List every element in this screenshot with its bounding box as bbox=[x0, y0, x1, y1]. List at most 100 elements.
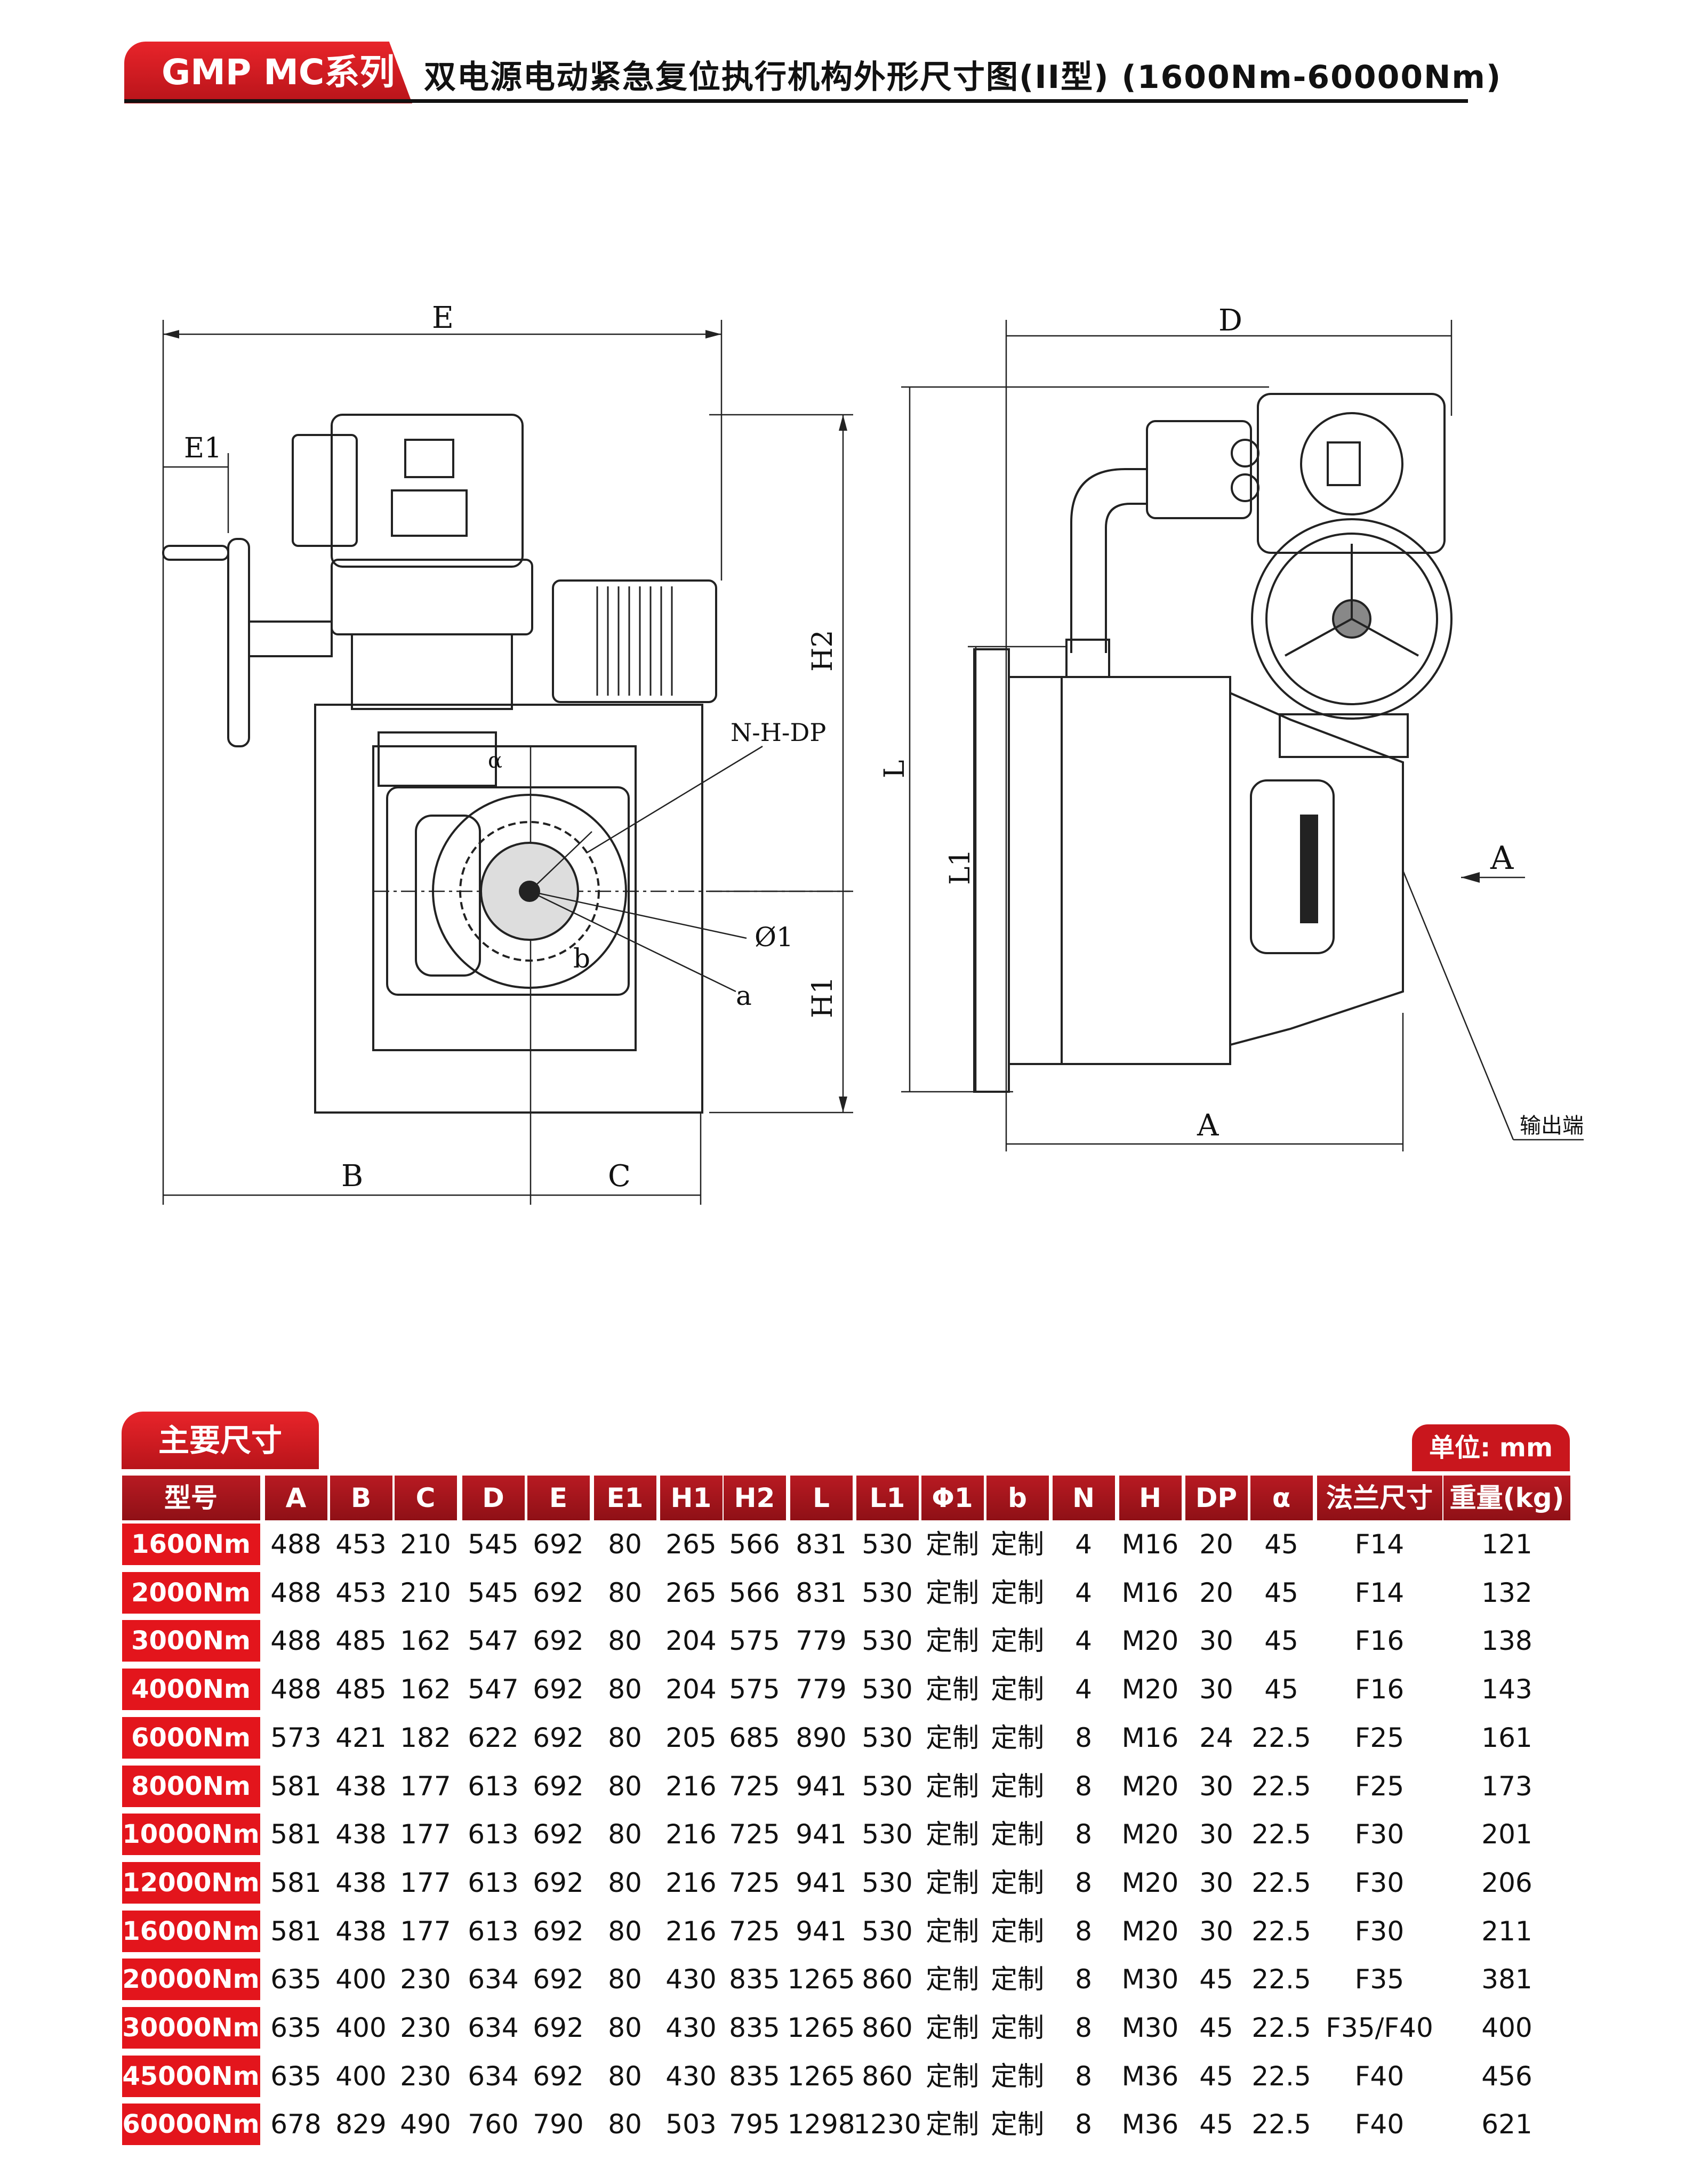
table-cell: 4 bbox=[1075, 1577, 1092, 1608]
label-alpha: α bbox=[488, 748, 502, 773]
table-cell: 173 bbox=[1481, 1770, 1532, 1802]
table-cell: F30 bbox=[1354, 1819, 1405, 1850]
table-cell: M16 bbox=[1121, 1529, 1179, 1560]
front-view: E E1 H2 H1 B C bbox=[162, 301, 853, 1205]
dim-label-D: D bbox=[1218, 303, 1242, 338]
table-cell: 530 bbox=[862, 1770, 913, 1802]
table-cell: 692 bbox=[533, 1867, 584, 1898]
column-header: α bbox=[1250, 1476, 1313, 1520]
table-cell: 45 bbox=[1264, 1625, 1298, 1657]
table-cell: 定制 bbox=[991, 2109, 1044, 2140]
table-cell: 30 bbox=[1199, 1915, 1233, 1947]
table-cell: 634 bbox=[468, 2012, 519, 2043]
table-cell: 421 bbox=[335, 1722, 387, 1753]
table-cell: F30 bbox=[1354, 1915, 1405, 1947]
table-cell: 503 bbox=[665, 2109, 717, 2140]
table-cell: 30 bbox=[1199, 1770, 1233, 1802]
table-cell: 定制 bbox=[926, 1915, 979, 1947]
table-cell: 22.5 bbox=[1251, 1819, 1311, 1850]
table-cell: 530 bbox=[862, 1674, 913, 1705]
table-cell: 132 bbox=[1481, 1577, 1532, 1608]
view-a-label: A bbox=[1490, 840, 1514, 877]
table-cell: 530 bbox=[862, 1577, 913, 1608]
label-a: a bbox=[736, 980, 752, 1011]
table-cell: 400 bbox=[335, 2060, 387, 2092]
table-cell: 20 bbox=[1199, 1529, 1233, 1560]
table-cell: 20 bbox=[1199, 1577, 1233, 1608]
column-header: A bbox=[264, 1476, 327, 1520]
dim-label-H1: H1 bbox=[807, 977, 839, 1018]
model-label: 8000Nm bbox=[122, 1765, 260, 1807]
table-cell: 613 bbox=[468, 1915, 519, 1947]
table-cell: 581 bbox=[270, 1770, 322, 1802]
table-cell: 488 bbox=[270, 1577, 322, 1608]
table-cell: 1265 bbox=[787, 2012, 855, 2043]
table-cell: 22.5 bbox=[1251, 1915, 1311, 1947]
table-cell: 692 bbox=[533, 2012, 584, 2043]
table-cell: F16 bbox=[1354, 1625, 1405, 1657]
table-cell: 634 bbox=[468, 2060, 519, 2092]
table-cell: M20 bbox=[1121, 1625, 1179, 1657]
table-cell: 456 bbox=[1481, 2060, 1532, 2092]
table-cell: 204 bbox=[665, 1625, 717, 1657]
table-cell: 80 bbox=[608, 2109, 642, 2140]
table-cell: 573 bbox=[270, 1722, 322, 1753]
table-cell: 定制 bbox=[991, 2012, 1044, 2043]
table-cell: 725 bbox=[729, 1867, 780, 1898]
table-cell: 835 bbox=[729, 2012, 780, 2043]
table-cell: 430 bbox=[665, 1964, 717, 1995]
table-cell: 692 bbox=[533, 1770, 584, 1802]
table-cell: 488 bbox=[270, 1674, 322, 1705]
table-cell: 定制 bbox=[926, 1625, 979, 1657]
table-cell: 211 bbox=[1481, 1915, 1532, 1947]
column-header: H2 bbox=[723, 1476, 786, 1520]
table-cell: 692 bbox=[533, 2060, 584, 2092]
column-header: DP bbox=[1185, 1476, 1248, 1520]
column-header: N bbox=[1052, 1476, 1115, 1520]
table-cell: 530 bbox=[862, 1867, 913, 1898]
table-cell: 941 bbox=[796, 1867, 847, 1898]
table-cell: 790 bbox=[533, 2109, 584, 2140]
table-cell: 定制 bbox=[926, 1674, 979, 1705]
table-cell: F16 bbox=[1354, 1674, 1405, 1705]
table-cell: 725 bbox=[729, 1915, 780, 1947]
table-cell: 216 bbox=[665, 1819, 717, 1850]
table-cell: F40 bbox=[1354, 2109, 1405, 2140]
table-cell: 438 bbox=[335, 1867, 387, 1898]
dim-label-A: A bbox=[1197, 1108, 1219, 1143]
table-cell: 622 bbox=[468, 1722, 519, 1753]
table-cell: 22.5 bbox=[1251, 1867, 1311, 1898]
table-cell: 定制 bbox=[991, 1722, 1044, 1753]
table-cell: 定制 bbox=[991, 1819, 1044, 1850]
table-cell: 216 bbox=[665, 1770, 717, 1802]
table-cell: 30 bbox=[1199, 1674, 1233, 1705]
table-cell: 613 bbox=[468, 1770, 519, 1802]
table-cell: 121 bbox=[1481, 1529, 1532, 1560]
table-cell: M16 bbox=[1121, 1722, 1179, 1753]
table-cell: 635 bbox=[270, 1964, 322, 1995]
table-cell: 860 bbox=[862, 1964, 913, 1995]
table-cell: 201 bbox=[1481, 1819, 1532, 1850]
table-cell: 1265 bbox=[787, 1964, 855, 1995]
dim-label-B: B bbox=[341, 1159, 363, 1194]
table-cell: 206 bbox=[1481, 1867, 1532, 1898]
table-cell: M36 bbox=[1121, 2109, 1179, 2140]
table-cell: 80 bbox=[608, 1577, 642, 1608]
dim-label-H2: H2 bbox=[807, 630, 839, 672]
table-cell: 定制 bbox=[926, 1867, 979, 1898]
table-cell: 575 bbox=[729, 1625, 780, 1657]
table-cell: 453 bbox=[335, 1577, 387, 1608]
table-cell: M36 bbox=[1121, 2060, 1179, 2092]
column-header: 法兰尺寸 bbox=[1317, 1476, 1442, 1520]
table-cell: 80 bbox=[608, 1964, 642, 1995]
table-cell: 265 bbox=[665, 1577, 717, 1608]
table-cell: 1265 bbox=[787, 2060, 855, 2092]
table-cell: 22.5 bbox=[1251, 1964, 1311, 1995]
column-header: E bbox=[527, 1476, 590, 1520]
table-cell: 204 bbox=[665, 1674, 717, 1705]
table-cell: 692 bbox=[533, 1625, 584, 1657]
column-header: L bbox=[790, 1476, 853, 1520]
table-cell: 80 bbox=[608, 2060, 642, 2092]
table-cell: 692 bbox=[533, 1674, 584, 1705]
